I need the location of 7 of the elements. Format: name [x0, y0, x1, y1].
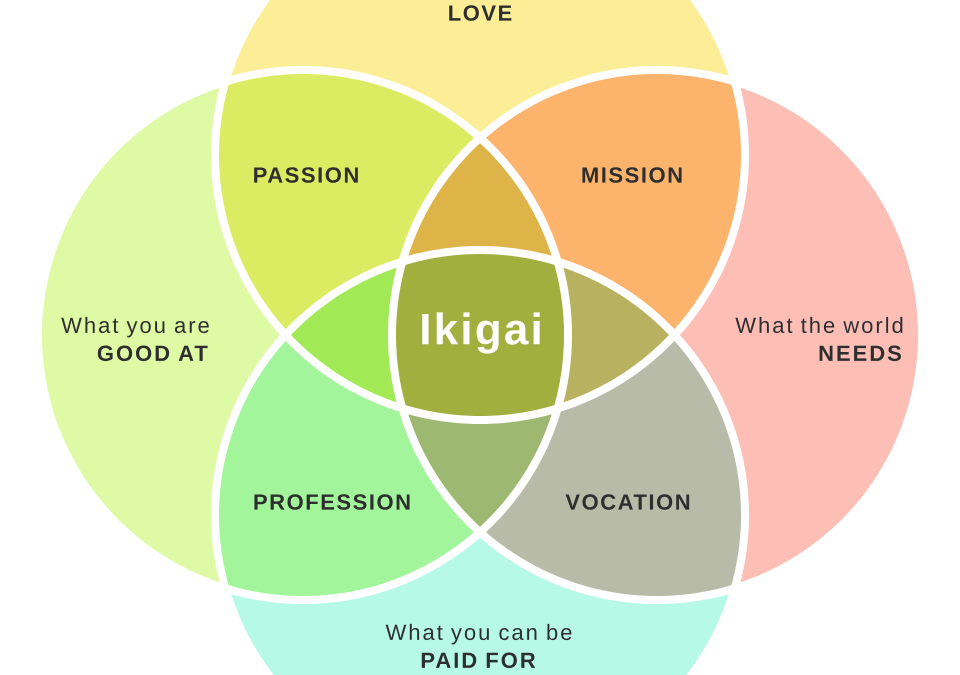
venn-region [408, 414, 552, 527]
venn-region: What you can be PAID FOR [231, 538, 729, 675]
venn-region: Ikigai [396, 254, 564, 416]
venn-region [408, 143, 552, 256]
venn-region [291, 268, 397, 402]
venn-region: LOVE [231, 0, 729, 132]
venn-region [563, 268, 669, 402]
